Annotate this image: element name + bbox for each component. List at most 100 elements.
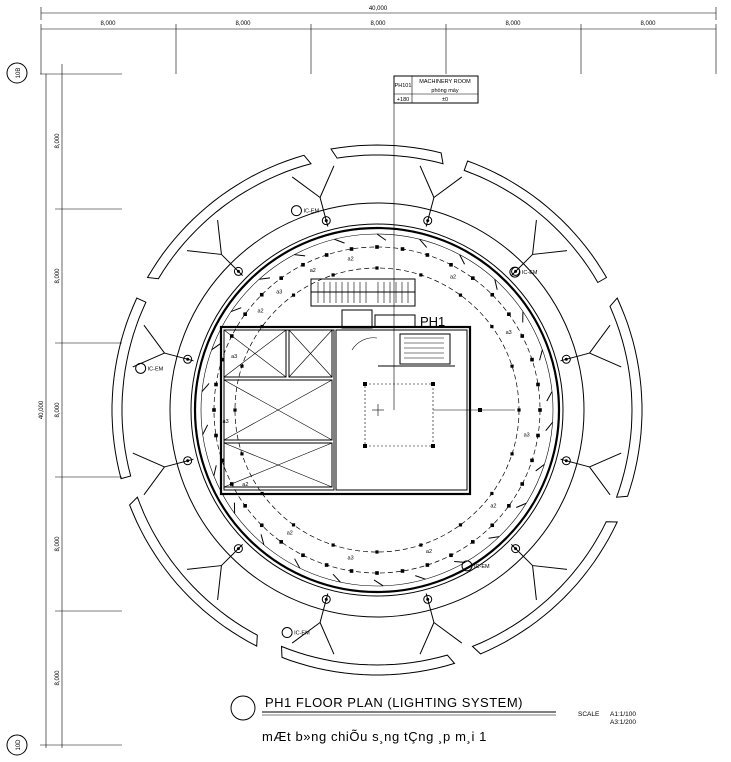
column-arm xyxy=(319,165,335,198)
ceiling-light-icon xyxy=(233,408,237,412)
space-label-ph1: PH1 xyxy=(420,314,445,329)
column-arm xyxy=(419,165,435,198)
wall-light-icon xyxy=(201,383,210,392)
circuit-tag: a2 xyxy=(426,549,432,555)
drawing-title: PH1 FLOOR PLAN (LIGHTING SYSTEM) xyxy=(265,695,523,710)
title-bubble xyxy=(230,695,256,721)
ceiling-light-icon xyxy=(458,293,463,297)
ceiling-light-icon xyxy=(530,357,534,362)
left-dimension-chain: 40,000 8,000 8,000 8,000 8,000 8,000 xyxy=(39,64,122,748)
ceiling-light-icon xyxy=(301,553,305,558)
column-light-icon xyxy=(511,544,521,554)
ceiling-light-icon xyxy=(507,504,511,508)
column-arm xyxy=(221,254,244,277)
wall-light-icon xyxy=(230,307,242,313)
ceiling-light-icon xyxy=(259,292,264,297)
bay-dim-left-5: 8,000 xyxy=(55,670,61,686)
circuit-tag: a2 xyxy=(257,308,263,314)
emergency-light-icon xyxy=(290,205,302,217)
wall-light-icon xyxy=(459,254,466,265)
column-light-icon xyxy=(236,547,240,551)
column-arm xyxy=(143,324,165,354)
ceiling-light-icon xyxy=(279,540,283,544)
shell-segment xyxy=(111,297,147,480)
column-arm xyxy=(532,219,537,255)
room-finish: ±0 xyxy=(442,97,448,103)
column-light-icon xyxy=(426,597,430,601)
column-arm xyxy=(319,622,335,655)
wall-light-icon xyxy=(334,238,345,244)
ceiling-light-icon xyxy=(243,504,247,508)
column-light-icon xyxy=(183,456,193,466)
ceiling-light-icon xyxy=(214,382,218,387)
wall-light-icon xyxy=(546,391,553,402)
wall-light-icon xyxy=(211,343,221,351)
bay-dim-left-1: 8,000 xyxy=(55,133,61,149)
emergency-tag: IC-EM xyxy=(522,270,538,276)
wall-light-icon xyxy=(494,279,498,290)
column-light-icon xyxy=(183,354,193,364)
bay-dim-left-4: 8,000 xyxy=(55,536,61,552)
svg-text:10B: 10B xyxy=(16,68,22,79)
column-arm xyxy=(186,250,222,255)
column-arm xyxy=(221,543,244,566)
ceiling-light-icon xyxy=(240,364,244,368)
title-block: PH1 FLOOR PLAN (LIGHTING SYSTEM) mÆt b»n… xyxy=(230,695,636,744)
ceiling-light-icon xyxy=(490,491,494,496)
column-arm xyxy=(532,565,537,601)
ceiling-light-icon xyxy=(331,273,335,277)
wall-light-icon xyxy=(260,534,265,545)
column-arm xyxy=(532,250,568,255)
wall-light-icon xyxy=(373,579,384,587)
wall-light-icon xyxy=(259,277,271,280)
ceiling-light-icon xyxy=(291,523,296,527)
ceiling-light-icon xyxy=(425,253,430,257)
structural-columns xyxy=(132,165,622,655)
emergency-light-icon xyxy=(461,560,473,572)
circuit-tag: a3 xyxy=(506,330,512,336)
ceiling-light-icon xyxy=(510,364,514,368)
ceiling-light-icon xyxy=(400,247,405,251)
circuit-tag: a3 xyxy=(524,432,530,438)
ceiling-light-icon xyxy=(520,334,525,338)
ceiling-light-icon xyxy=(419,273,423,277)
column-arm xyxy=(217,565,222,601)
bay-dim-1: 8,000 xyxy=(100,21,116,27)
ceiling-light-icon xyxy=(490,523,495,528)
column-light-icon xyxy=(233,544,243,554)
column-arm xyxy=(143,466,165,496)
wall-light-icon xyxy=(415,575,426,580)
ceiling-light-icon xyxy=(291,293,296,297)
column-arm xyxy=(186,565,222,570)
grid-bubble-top: 10B xyxy=(6,62,28,84)
column-arm xyxy=(589,324,611,354)
ceiling-light-icon xyxy=(375,245,379,249)
ceiling-light-icon xyxy=(301,262,305,267)
ceiling-light-icon xyxy=(490,324,494,329)
column-arm xyxy=(419,622,435,655)
ceiling-light-icon xyxy=(212,408,216,412)
grid-bubble-bottom: 10D xyxy=(6,734,28,756)
wall-light-icon xyxy=(294,558,301,569)
emergency-light-icon xyxy=(281,627,293,639)
shell-segment xyxy=(330,144,444,165)
emergency-light-icon xyxy=(135,362,147,374)
bay-dim-2: 8,000 xyxy=(235,21,251,27)
wall-light-icon xyxy=(294,254,306,257)
ceiling-light-icon xyxy=(324,563,329,567)
ceiling-light-icon xyxy=(536,433,540,438)
column-arm xyxy=(532,565,568,570)
column-light-icon xyxy=(233,266,243,276)
ceiling-light-icon xyxy=(490,292,495,297)
scale-a3: A3:1/200 xyxy=(610,719,636,726)
circuit-tag: a3 xyxy=(231,354,237,360)
circuit-tag: a2 xyxy=(287,531,293,537)
column-light-icon xyxy=(561,354,571,364)
column-light-icon xyxy=(426,219,430,223)
circuit-tag: a2 xyxy=(450,274,456,280)
emergency-tag: IC-EM xyxy=(303,209,319,215)
column-arm xyxy=(510,543,533,566)
wall-light-icon xyxy=(539,349,543,361)
ceiling-light-icon xyxy=(375,571,379,575)
column-arm xyxy=(291,622,321,644)
